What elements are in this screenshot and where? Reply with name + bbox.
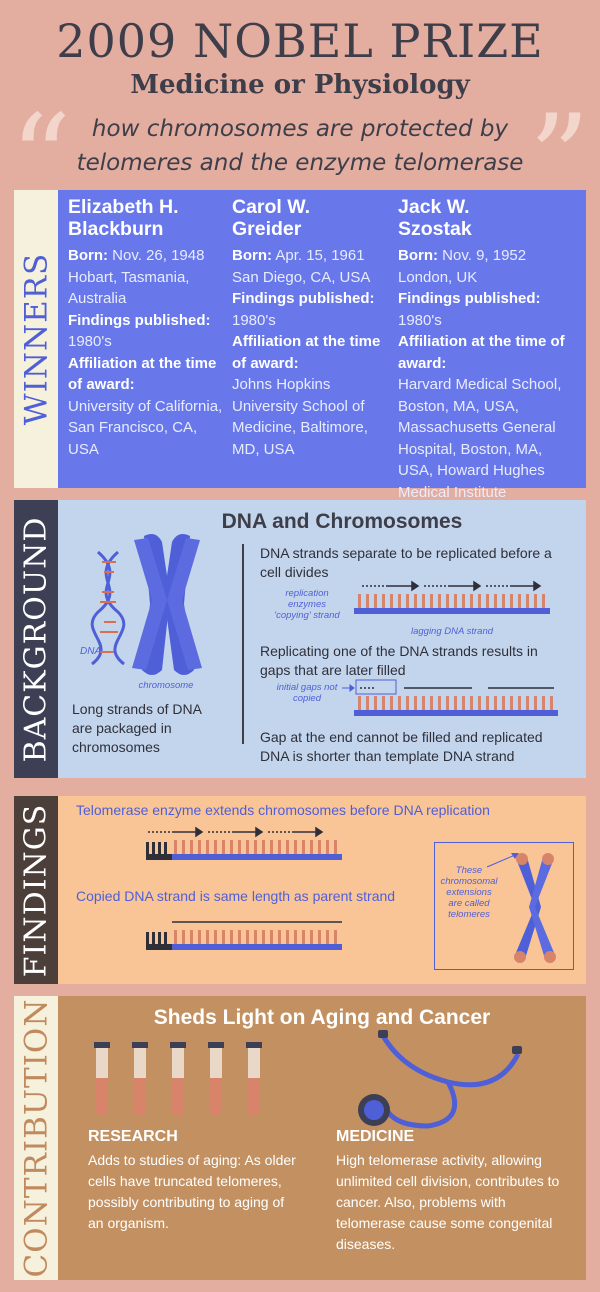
replication-step-1: DNA strands separate to be replicated be… bbox=[260, 545, 552, 580]
winner-findings-label: Findings published: bbox=[232, 290, 375, 307]
background-panel: DNA and Chromosomes DNA chromosome Long … bbox=[58, 500, 586, 778]
replication-step-3: Gap at the end cannot be filled and repl… bbox=[260, 729, 543, 764]
findings-section: FINDINGS Telomerase enzyme extends chrom… bbox=[14, 796, 586, 984]
winner-affiliation-label: Affiliation at the time of award: bbox=[398, 333, 565, 372]
telomerase-extends-text: Telomerase enzyme extends chromosomes be… bbox=[76, 802, 490, 818]
initial-gaps-label: initial gaps not copied bbox=[276, 682, 338, 704]
winner-birthplace: Hobart, Tasmania, Australia bbox=[68, 268, 190, 308]
winner-born: Born: Apr. 15, 1961 bbox=[232, 247, 365, 264]
medicine-heading: MEDICINE bbox=[336, 1128, 415, 1145]
winner-card-blackburn: Elizabeth H.Blackburn Born: Nov. 26, 194… bbox=[68, 196, 228, 460]
telomere-note: These chromosomal extensions are called … bbox=[440, 865, 498, 920]
winner-findings-label: Findings published: bbox=[398, 290, 541, 307]
medicine-body: High telomerase activity, allowing unlim… bbox=[336, 1152, 560, 1252]
telomere-callout-box: These chromosomal extensions are called … bbox=[434, 842, 574, 970]
winner-affiliation: Harvard Medical School, Boston, MA, USA,… bbox=[398, 376, 562, 501]
winner-affiliation-label: Affiliation at the time of award: bbox=[68, 354, 217, 394]
winner-affiliation: University of California, San Francisco,… bbox=[68, 397, 223, 458]
winner-card-greider: Carol W.Greider Born: Apr. 15, 1961 San … bbox=[232, 196, 392, 460]
winner-birthplace: San Diego, CA, USA bbox=[232, 268, 371, 286]
divider bbox=[242, 544, 244, 744]
contribution-section: CONTRIBUTION Sheds Light on Aging and Ca… bbox=[14, 996, 586, 1280]
winner-name: Carol W.Greider bbox=[232, 196, 311, 240]
findings-panel: Telomerase enzyme extends chromosomes be… bbox=[58, 796, 586, 984]
test-tubes-icon bbox=[94, 1042, 262, 1116]
background-title: DNA and Chromosomes bbox=[221, 510, 463, 533]
winner-born: Born: Nov. 9, 1952 bbox=[398, 247, 527, 264]
copied-strand-diagram bbox=[146, 921, 342, 950]
chromosome-label: chromosome bbox=[138, 680, 194, 691]
background-side-label: BACKGROUND bbox=[14, 500, 58, 778]
arrow-icon bbox=[486, 853, 519, 868]
gaps-strand-diagram bbox=[342, 679, 558, 716]
winner-findings: 1980's bbox=[232, 311, 276, 329]
winner-born: Born: Nov. 26, 1948 bbox=[68, 247, 205, 264]
header: 2009 NOBEL PRIZE Medicine or Physiology … bbox=[0, 0, 600, 220]
winner-birthplace: London, UK bbox=[398, 268, 478, 286]
page-subtitle: Medicine or Physiology bbox=[130, 70, 470, 100]
contribution-panel: Sheds Light on Aging and Cancer RESEARCH… bbox=[58, 996, 586, 1280]
telomerase-strand-diagram bbox=[146, 826, 342, 860]
winner-name: Jack W.Szostak bbox=[398, 196, 472, 240]
dna-label: DNA bbox=[80, 646, 102, 657]
winners-panel: Elizabeth H.Blackburn Born: Nov. 26, 194… bbox=[58, 190, 586, 501]
winners-side-label: WINNERS bbox=[14, 190, 58, 488]
lagging-strand-label: lagging DNA strand bbox=[410, 626, 494, 637]
contribution-title: Sheds Light on Aging and Cancer bbox=[153, 1006, 491, 1029]
winner-card-szostak: Jack W.Szostak Born: Nov. 9, 1952 London… bbox=[398, 196, 580, 503]
contribution-side-label: CONTRIBUTION bbox=[14, 996, 58, 1280]
research-body: Adds to studies of aging: As older cells… bbox=[88, 1152, 296, 1231]
copied-strand-text: Copied DNA strand is same length as pare… bbox=[76, 888, 396, 904]
dna-caption: Long strands of DNA are packaged in chro… bbox=[72, 701, 202, 755]
winner-findings-label: Findings published: bbox=[68, 311, 211, 329]
chromosome-icon bbox=[132, 534, 202, 675]
winner-affiliation: Johns Hopkins University School of Medic… bbox=[232, 376, 368, 458]
winner-name: Elizabeth H.Blackburn bbox=[68, 196, 179, 240]
tagline: how chromosomes are protected by telomer… bbox=[0, 112, 600, 180]
tagline-line-2: telomeres and the enzyme telomerase bbox=[76, 150, 524, 176]
winner-affiliation-label: Affiliation at the time of award: bbox=[232, 333, 381, 372]
page-title: 2009 NOBEL PRIZE bbox=[56, 14, 544, 68]
research-heading: RESEARCH bbox=[88, 1128, 178, 1145]
findings-side-label: FINDINGS bbox=[14, 796, 58, 984]
replication-enzymes-label: replication enzymes 'copying' strand bbox=[274, 588, 340, 621]
replication-step-2: Replicating one of the DNA strands resul… bbox=[260, 643, 538, 678]
stethoscope-icon bbox=[358, 1030, 522, 1129]
dna-helix-icon bbox=[90, 550, 126, 666]
winner-findings: 1980's bbox=[398, 311, 442, 329]
winners-section: WINNERS Elizabeth H.Blackburn Born: Nov.… bbox=[14, 190, 586, 501]
replication-strand-diagram bbox=[354, 580, 550, 614]
winner-findings: 1980's bbox=[68, 333, 112, 350]
background-section: BACKGROUND DNA and Chromosomes DNA chrom… bbox=[14, 500, 586, 778]
tagline-line-1: how chromosomes are protected by bbox=[91, 116, 509, 142]
telomere-chromosome-icon bbox=[514, 853, 556, 963]
